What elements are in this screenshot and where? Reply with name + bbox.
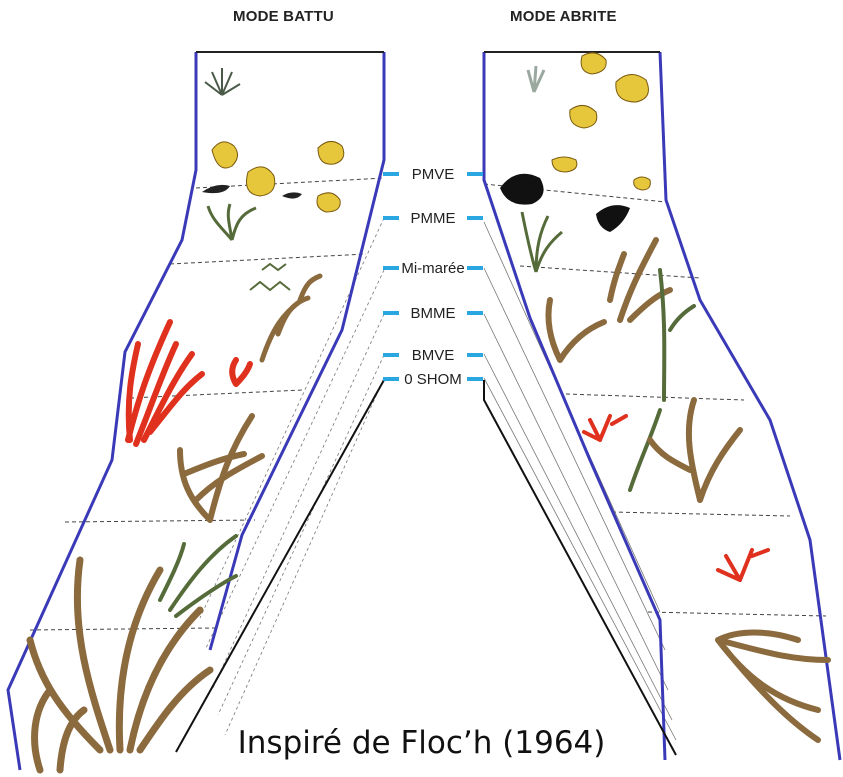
tide-tick-left <box>383 172 399 176</box>
red-seaweed-left <box>128 322 250 444</box>
tide-tick-right <box>467 216 483 220</box>
tide-tick-left <box>383 311 399 315</box>
tide-tick-right <box>467 377 483 381</box>
tide-tick-right <box>467 266 483 270</box>
tide-label: 0 SHOM <box>399 371 467 388</box>
tide-tick-left <box>383 216 399 220</box>
tide-label: BMVE <box>399 347 467 364</box>
tide-level-bmme: BMME <box>383 303 483 323</box>
kelp-left <box>160 536 236 616</box>
tide-level-pmve: PMVE <box>383 164 483 184</box>
tide-level-mi-maree: Mi-marée <box>383 258 483 278</box>
pelvetia-right <box>522 212 562 272</box>
brown-bushes-left <box>180 416 262 520</box>
tide-label: BMME <box>399 305 467 322</box>
tide-tick-right <box>467 353 483 357</box>
pelvetia-olive <box>208 204 256 240</box>
tide-label: PMVE <box>399 166 467 183</box>
level-projection-lines-right <box>484 222 676 740</box>
tide-tick-left <box>383 266 399 270</box>
shore-profile-right-edge <box>210 52 384 650</box>
profile-mode-abrite <box>484 52 840 760</box>
brown-bushes-right <box>650 400 740 500</box>
tide-tick-right <box>467 172 483 176</box>
tide-label: Mi-marée <box>399 260 467 277</box>
green-tufts-left <box>250 264 290 290</box>
lichen-black-right <box>500 174 630 232</box>
zone-boundaries-right <box>484 184 826 616</box>
tide-level-pmme: PMME <box>383 208 483 228</box>
tide-level-bmve: BMVE <box>383 345 483 365</box>
red-seaweed-right <box>584 416 768 580</box>
lichen-grey-right <box>528 66 544 92</box>
lichen-yellow-right <box>552 53 650 190</box>
fucus-right <box>548 240 670 360</box>
tide-level-0-shom: 0 SHOM <box>383 369 483 389</box>
tide-tick-left <box>383 377 399 381</box>
tide-label: PMME <box>399 210 467 227</box>
profile-mode-battu <box>8 52 384 770</box>
lichen-yellow-patches <box>212 141 344 212</box>
laminaria-right <box>718 633 828 741</box>
tide-tick-right <box>467 311 483 315</box>
figure-credit: Inspiré de Floc’h (1964) <box>0 725 843 761</box>
tide-tick-left <box>383 353 399 357</box>
substrate-edge-left <box>176 380 384 752</box>
lichen-grey-tuft <box>205 68 240 95</box>
shore-outline-right-outer <box>660 52 840 760</box>
